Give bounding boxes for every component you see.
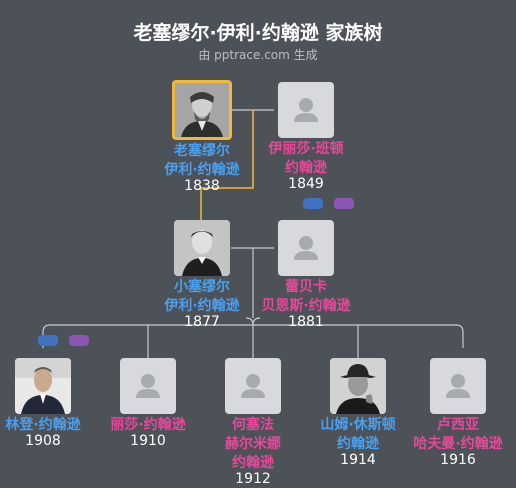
link-marker-blue[interactable]	[303, 198, 323, 209]
trunk-curve	[245, 317, 261, 326]
person-card-c5[interactable]: 卢西亚 哈夫曼·约翰逊 1916	[396, 358, 516, 469]
person-card-c3[interactable]: 何塞法 赫尔米娜 约翰逊 1912	[188, 358, 318, 488]
person-name-line1: 林登·约翰逊	[5, 417, 81, 433]
person-placeholder-icon	[430, 358, 486, 414]
person-name-line2: 约翰逊	[337, 436, 379, 452]
person-placeholder-icon	[120, 358, 176, 414]
person-card-p2[interactable]: 伊丽莎·班顿 约翰逊 1849	[241, 82, 371, 193]
parent-child-line-gen1	[200, 110, 254, 220]
photo-young-man	[174, 220, 230, 276]
person-card-c1[interactable]: 林登·约翰逊 1908	[0, 358, 108, 450]
person-name-line1: 卢西亚	[437, 417, 479, 433]
person-birth-year: 1914	[340, 452, 376, 468]
person-birth-year: 1916	[440, 452, 476, 468]
link-marker-purple[interactable]	[69, 335, 89, 346]
person-name-line2: 伊利·约翰逊	[164, 298, 240, 314]
photo-man-hat	[330, 358, 386, 414]
page-subtitle: 由 pptrace.com 生成	[198, 48, 318, 62]
person-name-line1: 蕾贝卡	[285, 279, 327, 295]
person-birth-year: 1910	[130, 433, 166, 449]
person-birth-year: 1881	[288, 314, 324, 330]
person-name-line2: 贝恩斯·约翰逊	[261, 298, 351, 314]
person-card-p4[interactable]: 蕾贝卡 贝恩斯·约翰逊 1881	[241, 220, 371, 331]
person-card-p1[interactable]: 老塞缪尔 伊利·约翰逊 1838	[137, 80, 267, 195]
person-birth-year: 1877	[184, 314, 220, 330]
person-birth-year: 1908	[25, 433, 61, 449]
person-name-line3: 约翰逊	[232, 455, 274, 471]
person-card-p3[interactable]: 小塞缪尔 伊利·约翰逊 1877	[137, 220, 267, 331]
person-placeholder-icon	[225, 358, 281, 414]
person-name-line2: 伊利·约翰逊	[164, 162, 240, 178]
person-name-line2: 约翰逊	[285, 160, 327, 176]
person-name-line1: 小塞缪尔	[174, 279, 230, 295]
person-name-line1: 山姆·休斯顿	[320, 417, 396, 433]
person-birth-year: 1838	[184, 178, 220, 194]
person-card-c4[interactable]: 山姆·休斯顿 约翰逊 1914	[293, 358, 423, 469]
link-marker-blue[interactable]	[38, 335, 58, 346]
person-name-line2: 哈夫曼·约翰逊	[413, 436, 503, 452]
photo-lbj	[15, 358, 71, 414]
person-card-c2[interactable]: 丽莎·约翰逊 1910	[83, 358, 213, 450]
page-title: 老塞缪尔·伊利·约翰逊 家族树	[133, 22, 383, 44]
photo-old-man	[172, 80, 232, 140]
person-placeholder-icon	[278, 82, 334, 138]
person-name-line2: 赫尔米娜	[225, 436, 281, 452]
person-name-line1: 伊丽莎·班顿	[268, 141, 344, 157]
person-name-line1: 何塞法	[232, 417, 274, 433]
link-marker-purple[interactable]	[334, 198, 354, 209]
person-name-line1: 老塞缪尔	[174, 143, 230, 159]
person-birth-year: 1849	[288, 176, 324, 192]
person-birth-year: 1912	[235, 471, 271, 487]
person-name-line1: 丽莎·约翰逊	[110, 417, 186, 433]
person-placeholder-icon	[278, 220, 334, 276]
